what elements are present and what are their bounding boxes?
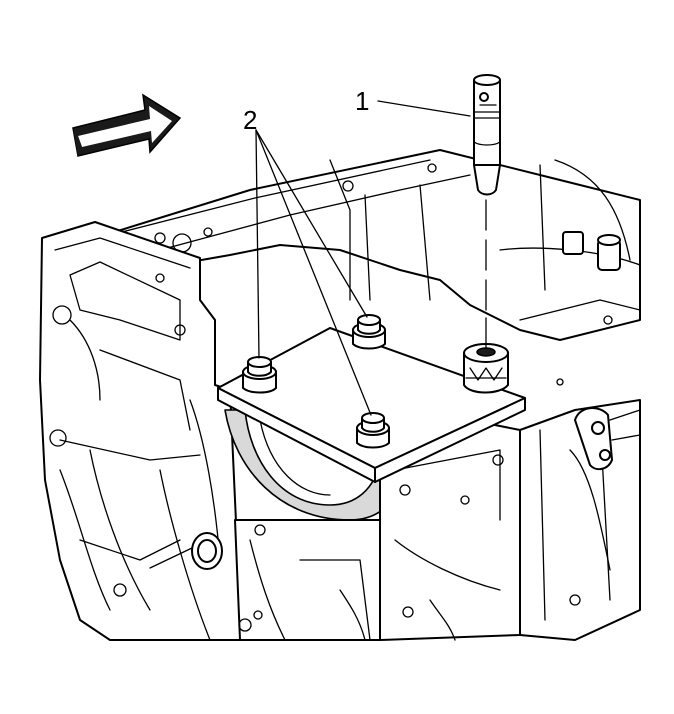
leader-lines [255, 100, 471, 416]
alignment-pin-tool [473, 74, 501, 196]
engine-block-upper [94, 149, 641, 386]
callout-1-label: 1 [355, 86, 370, 116]
fixture-plate [217, 327, 526, 483]
guide-bushing [463, 343, 509, 394]
bolt-front-left [242, 356, 277, 394]
bolt-rear [352, 314, 386, 350]
callout-2-label: 2 [243, 105, 258, 135]
bolt-front-center [356, 412, 390, 449]
view-direction-arrow-icon [72, 93, 182, 157]
engine-block-front [39, 221, 641, 641]
